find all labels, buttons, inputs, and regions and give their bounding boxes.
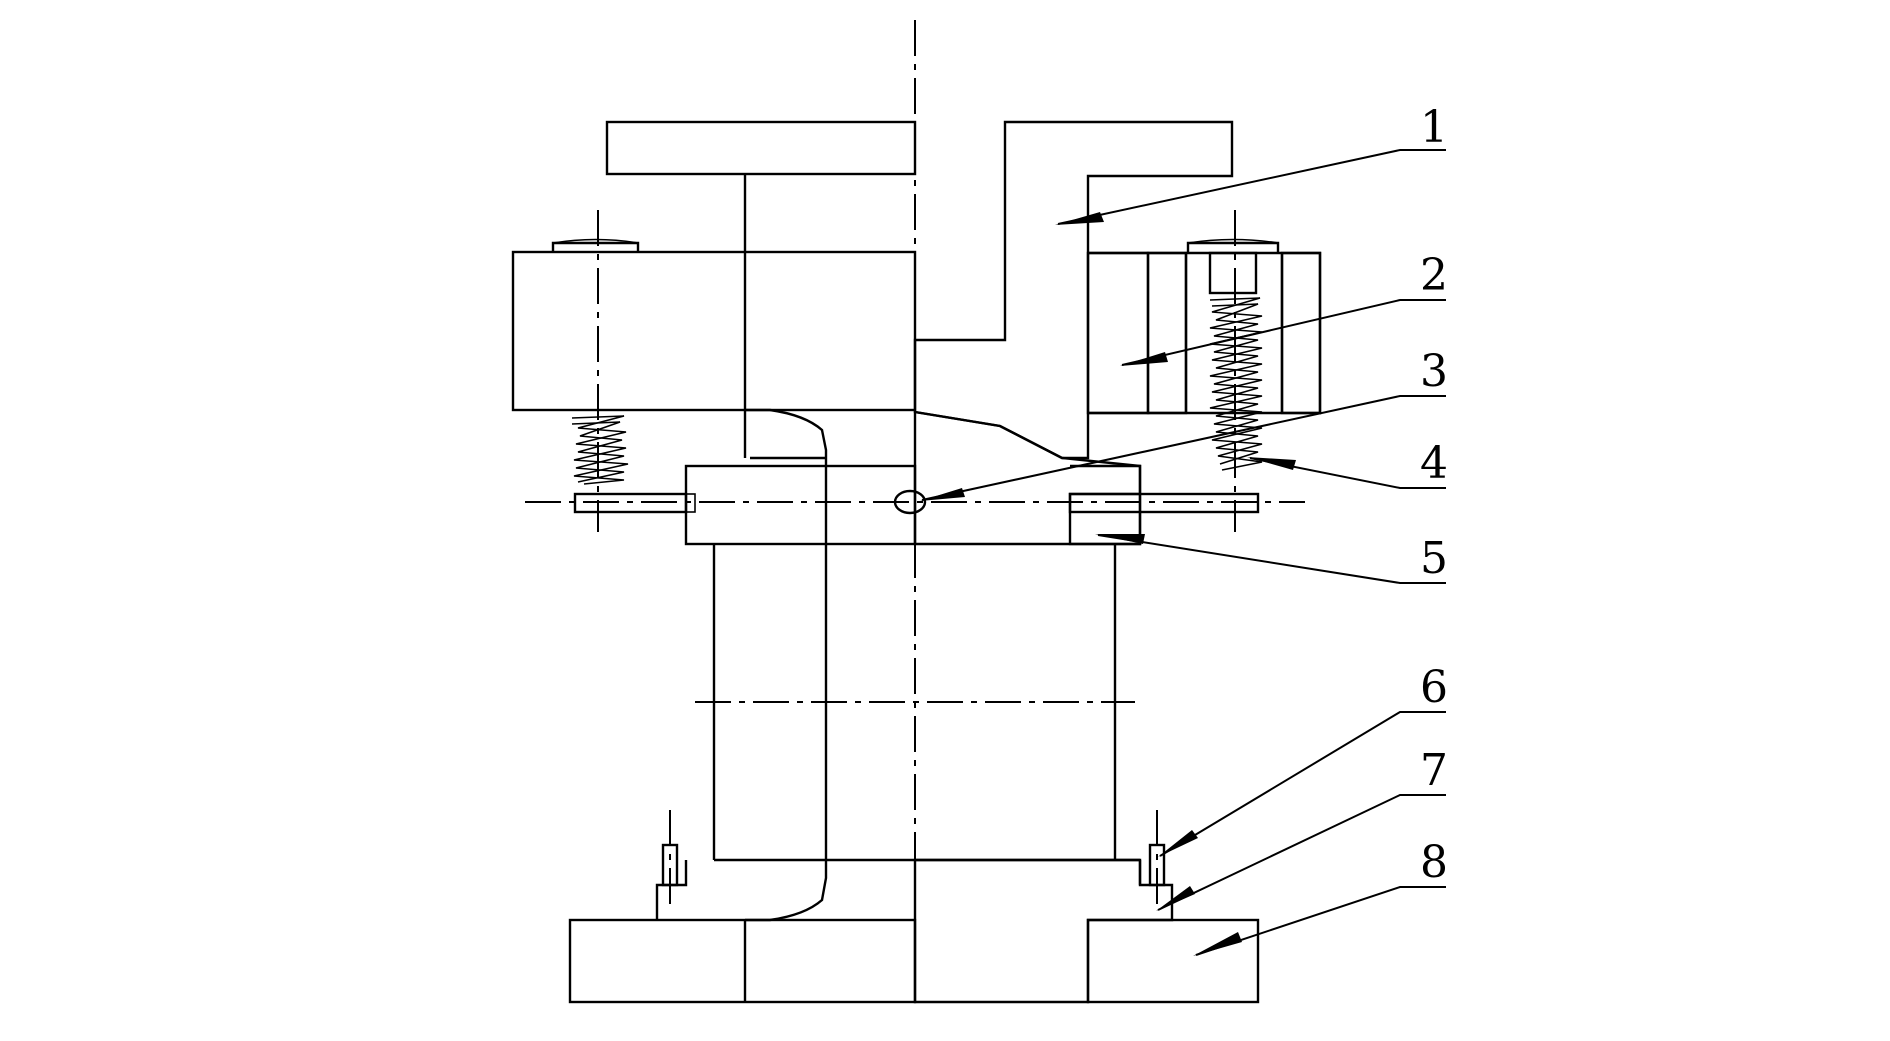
label-part-5: 5 <box>1420 533 1448 584</box>
label-part-4: 4 <box>1420 438 1448 489</box>
left-spring <box>571 210 696 532</box>
label-part-1: 1 <box>1420 102 1448 153</box>
label-part-2: 2 <box>1420 250 1448 301</box>
left-half-outline <box>511 120 917 1004</box>
part-2b-section <box>1146 251 1188 415</box>
leader-1 <box>1055 149 1446 225</box>
part-3-pin <box>893 489 927 515</box>
label-part-7: 7 <box>1420 745 1448 796</box>
part-8-section <box>1086 918 1260 1004</box>
label-part-8: 8 <box>1420 837 1448 888</box>
lower-die-section <box>913 858 1174 1004</box>
label-part-3: 3 <box>1420 346 1448 397</box>
part-2-section <box>1086 251 1150 415</box>
leader-6 <box>1158 711 1446 857</box>
part-4-spring <box>1186 210 1280 532</box>
leader-5 <box>1095 534 1446 584</box>
leader-7 <box>1156 794 1446 911</box>
right-housing-section <box>1280 251 1322 415</box>
leader-2 <box>1120 299 1446 366</box>
part-1-section <box>913 120 1234 460</box>
leader-3 <box>920 395 1446 501</box>
label-part-6: 6 <box>1420 662 1448 713</box>
leader-4 <box>1247 457 1446 489</box>
leader-8 <box>1193 886 1446 956</box>
right-pin <box>1068 492 1260 514</box>
